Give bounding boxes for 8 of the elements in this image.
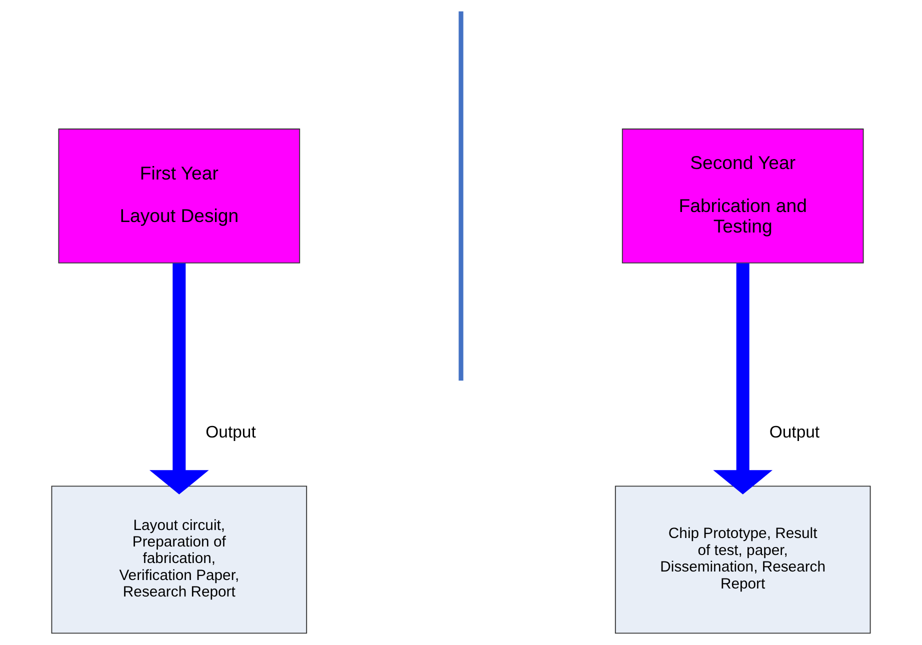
- edge-label: Output: [206, 422, 256, 442]
- arrow: [149, 263, 209, 494]
- node-box: Layout circuit, Preparation of fabrication, Verification Paper, Research Report: [51, 486, 308, 634]
- edge-label: Output: [769, 422, 820, 442]
- node-box: First Year Layout Design: [58, 128, 300, 264]
- node-box: Chip Prototype, Result of test, paper, Dissemination, Research Report: [614, 486, 871, 634]
- node-box: Second Year Fabrication and Testing: [622, 128, 864, 264]
- arrow: [713, 263, 773, 494]
